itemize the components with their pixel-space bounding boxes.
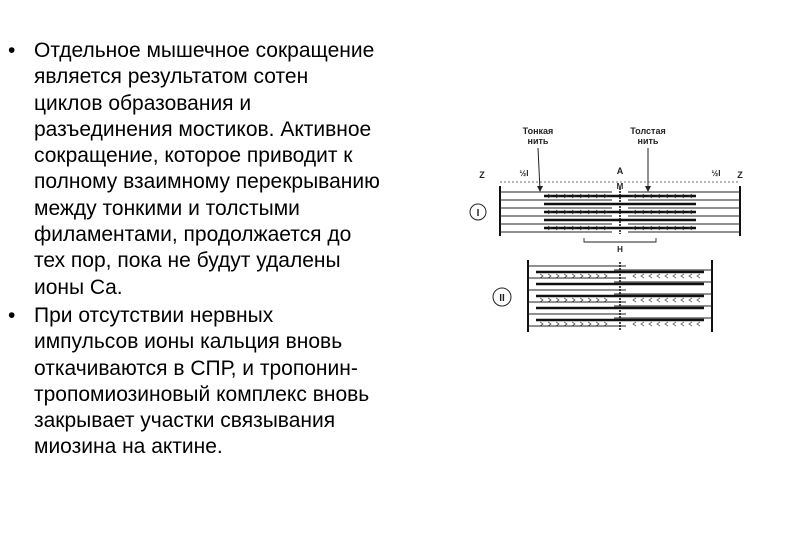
bullet-marker: •: [8, 39, 16, 62]
thin-pointer: [537, 147, 541, 191]
h-zone-label: H: [617, 245, 623, 254]
bullet-line: тропомиозиновый комплекс вновь: [34, 382, 370, 406]
a-band-label: A: [617, 166, 624, 176]
thin-filament-label-2: нить: [528, 136, 549, 146]
half-i-label-right: ½I: [712, 169, 721, 178]
bullet-line: закрывает участки связывания: [34, 409, 336, 433]
sarcomere-diagram: Тонкая нить Толстая нить Z ½I A M ½I Z: [469, 126, 743, 332]
bullet-line: полному взаимному перекрыванию: [34, 170, 380, 194]
h-zone-bracket: [583, 238, 657, 243]
bullet-line: Отдельное мышечное сокращение: [34, 39, 375, 62]
thick-pointer-arrow: [645, 186, 651, 192]
bullet-marker: •: [8, 303, 16, 327]
bullet-line: циклов образования и: [34, 91, 252, 115]
half-i-label-left: ½I: [520, 169, 529, 178]
bullet-line: разъединения мостиков. Активное: [34, 117, 372, 141]
sarcomere-state-1: [499, 186, 741, 236]
bullet-line: является результатом сотен: [34, 65, 309, 89]
thick-filament-label: Толстая: [630, 126, 665, 136]
sarcomere-figure: Тонкая нить Толстая нить Z ½I A M ½I Z: [460, 120, 760, 340]
thin-filament-label: Тонкая: [523, 126, 554, 136]
m-line-label: M: [617, 182, 624, 191]
state-2-marker: [492, 287, 512, 307]
sarcomere-state-2: [527, 260, 713, 332]
bullet-line: филаментами, продолжается до: [34, 223, 352, 247]
bullet-line: сокращение, которое приводит к: [34, 144, 353, 168]
bullet-line: ионы Ca.: [34, 275, 123, 299]
bullet-list: • Отдельное мышечное сокращение является…: [8, 38, 448, 463]
bullet-line: между тонкими и толстыми: [34, 196, 300, 220]
bullet-line: При отсутствии нервных: [34, 303, 274, 327]
bullet-line: откачиваются в СПР, и тропонин-: [34, 356, 358, 380]
bullet-line: тех пор, пока не будут удалены: [34, 249, 341, 273]
state-2-label: II: [499, 293, 505, 304]
thick-filament-label-2: нить: [638, 136, 659, 146]
thin-pointer-arrow: [537, 186, 543, 192]
bullet-line: импульсов ионы кальция вновь: [34, 330, 343, 354]
z-line-label-left: Z: [479, 170, 485, 180]
bullet-line: миозина на актине.: [34, 435, 223, 459]
state-1-label: I: [477, 208, 480, 219]
state-1-marker: [469, 203, 487, 221]
bullet-item-2: • При отсутствии нервных импульсов ионы …: [8, 303, 448, 461]
z-line-label-right: Z: [737, 170, 743, 180]
bullet-item-1: • Отдельное мышечное сокращение является…: [8, 38, 448, 301]
